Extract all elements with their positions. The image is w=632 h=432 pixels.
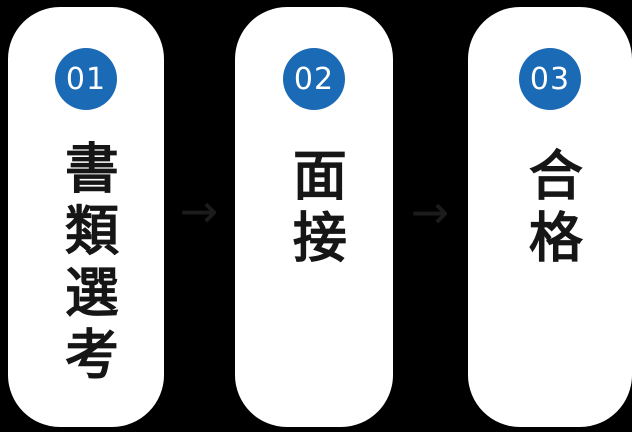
arrow-right-icon: → bbox=[179, 184, 219, 238]
step-label-acceptance: 合格 bbox=[519, 147, 583, 271]
step-card-2: 02 面接 bbox=[235, 7, 393, 427]
step-card-1: 01 書類選考 bbox=[8, 7, 164, 427]
step-number-badge-3: 03 bbox=[519, 48, 581, 110]
step-label-document-screening: 書類選考 bbox=[55, 140, 119, 388]
step-label-interview: 面接 bbox=[283, 147, 347, 271]
step-number-badge-1: 01 bbox=[55, 48, 117, 110]
step-card-3: 03 合格 bbox=[468, 7, 632, 427]
arrow-right-icon: → bbox=[410, 185, 450, 239]
step-number-badge-2: 02 bbox=[283, 48, 345, 110]
